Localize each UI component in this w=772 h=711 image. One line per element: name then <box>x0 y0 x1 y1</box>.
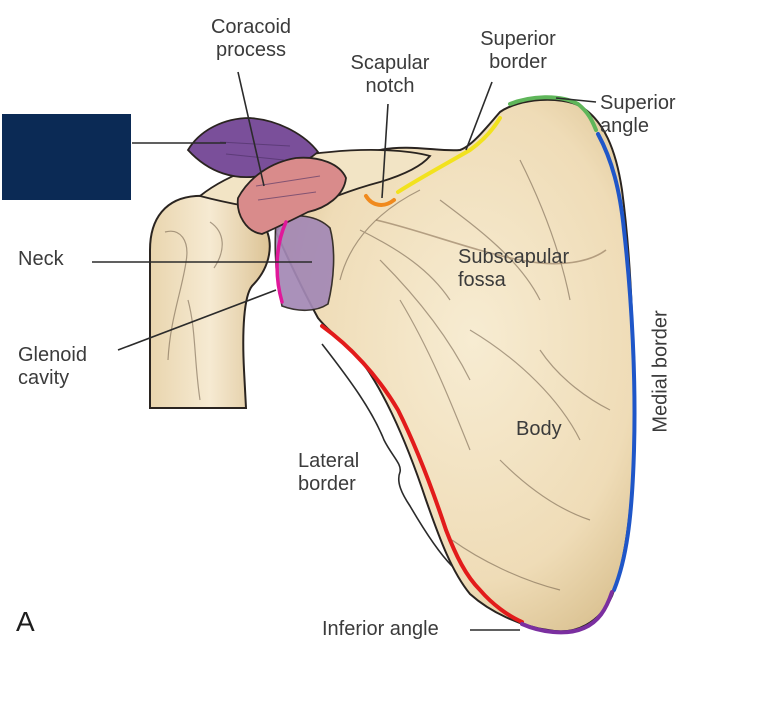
leader-lines <box>92 71 597 631</box>
scapular-notch-label-line2: notch <box>365 75 415 97</box>
subscapular-fossa-label-line1: Subscapular <box>458 246 570 268</box>
scapular-notch-line <box>364 194 396 207</box>
glenoid-cavity-label-line2: cavity <box>18 367 70 389</box>
leader-coracoid <box>237 71 265 187</box>
fossa-hatching <box>339 159 611 591</box>
superior-angle-line <box>508 95 598 132</box>
coracoid-pink-shaft <box>236 156 347 235</box>
glenoid-cavity-line <box>275 220 288 304</box>
scapular-notch-label-line1: Scapular <box>350 52 430 74</box>
superior-border-line <box>396 116 502 194</box>
leader-scapular-notch <box>381 103 389 199</box>
fossa-ridge <box>375 219 607 265</box>
coracoid <box>186 117 347 235</box>
lateral-border-line <box>320 324 524 624</box>
lateral-border-brace <box>321 343 453 567</box>
subscapular-fossa-label-line2: fossa <box>458 269 506 291</box>
humerus-shading <box>164 221 223 401</box>
inferior-angle-label: Inferior angle <box>322 618 439 640</box>
superior-border-label-line2: border <box>489 51 547 73</box>
subscapular-fossa-label: Subscapular fossa <box>458 246 569 292</box>
leader-glenoid <box>117 289 277 351</box>
superior-border-label: Superior border <box>470 28 566 74</box>
glenoid-cavity-label-line1: Glenoid <box>18 344 87 366</box>
leader-superior-angle <box>555 97 597 103</box>
leader-superior-border <box>465 81 493 151</box>
superior-angle-label-line2: angle <box>600 115 649 137</box>
inferior-angle-line <box>520 590 614 635</box>
scapular-notch-label: Scapular notch <box>336 52 444 98</box>
superior-angle-label-line1: Superior <box>600 92 676 114</box>
coracoid-process-label-line1: Coracoid <box>210 16 292 38</box>
superior-border-label-line1: Superior <box>480 28 556 50</box>
lateral-border-label: Lateral border <box>298 450 359 496</box>
body-label: Body <box>516 418 562 440</box>
coracoid-process-label-line2: process <box>215 39 287 61</box>
medial-border-line <box>596 132 637 592</box>
superior-angle-label: Superior angle <box>600 92 676 138</box>
coracoid-process-label: Coracoid process <box>196 16 306 62</box>
hidden-label-box <box>2 114 131 200</box>
neck-label: Neck <box>18 248 64 270</box>
glenoid-cavity-label: Glenoid cavity <box>18 344 87 390</box>
figure-panel-letter: A <box>16 606 35 637</box>
medial-border-label: Medial border <box>649 310 672 433</box>
lateral-border-label-line1: Lateral <box>298 450 360 472</box>
lateral-border-label-line2: border <box>298 473 356 495</box>
